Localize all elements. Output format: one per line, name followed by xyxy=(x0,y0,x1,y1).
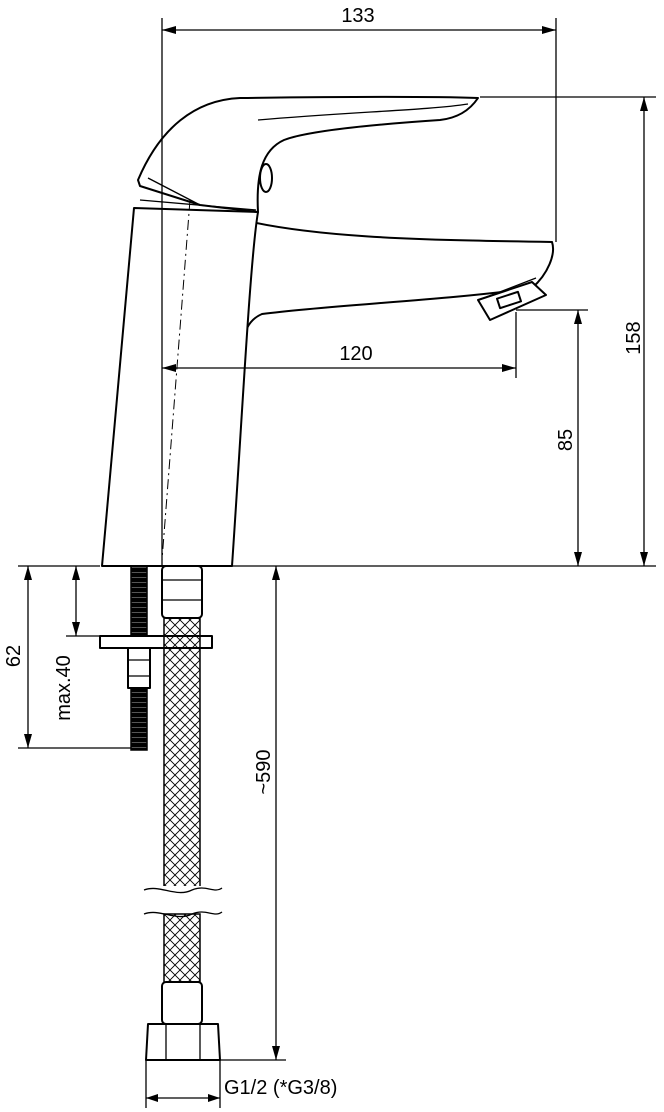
hose-break-top xyxy=(143,887,223,894)
faucet-column xyxy=(101,207,259,567)
hose-fitting-top xyxy=(161,565,203,619)
label-hose-length: ~590 xyxy=(253,749,275,794)
label-overall-height: 158 xyxy=(623,321,645,354)
label-connection-thread: G1/2 (*G3/8) xyxy=(224,1077,337,1099)
lever-pivot xyxy=(259,163,273,193)
mounting-nut xyxy=(127,647,151,689)
label-overall-width: 133 xyxy=(341,5,374,27)
hose-braid-upper xyxy=(163,617,201,889)
lever-handle xyxy=(137,95,479,213)
hose-fitting-bottom xyxy=(161,981,203,1025)
label-max-deck: max.40 xyxy=(53,655,75,721)
dimension-lines xyxy=(18,18,656,1108)
label-mount-depth: 62 xyxy=(3,645,25,667)
centre-axis xyxy=(161,199,191,561)
label-spout-height: 85 xyxy=(555,429,577,451)
flexible-hose xyxy=(140,617,230,1061)
hose-braid-lower xyxy=(163,913,201,985)
aerator-insert xyxy=(495,290,523,310)
faucet-body xyxy=(101,95,554,567)
spout xyxy=(223,214,554,349)
dimension-labels: 133 120 158 85 62 max.40 ~590 G1/2 (*G3/… xyxy=(3,5,645,1099)
label-spout-reach: 120 xyxy=(339,343,372,365)
hex-nut xyxy=(145,1023,221,1061)
